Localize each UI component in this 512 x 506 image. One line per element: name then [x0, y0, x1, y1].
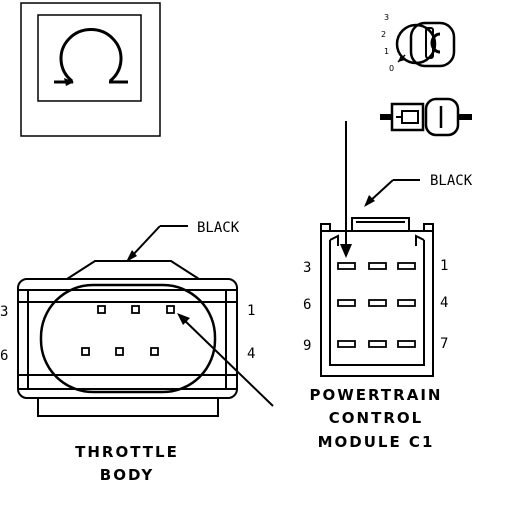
pcm-pin-label-7: 7 — [440, 336, 448, 352]
key-icon: 3 2 1 0 — [381, 13, 456, 73]
throttle-color-label: BLACK — [197, 220, 240, 236]
throttle-pin-label-4: 4 — [247, 346, 255, 362]
pcm-pin-label-9: 9 — [303, 338, 311, 354]
pcm-pin-label-1: 1 — [440, 258, 448, 274]
pcm-title-line2: CONTROL — [329, 409, 423, 427]
svg-text:2: 2 — [381, 30, 386, 39]
pcm-title-line3: MODULE C1 — [318, 433, 435, 451]
pcm-pin-cavities — [337, 262, 416, 348]
pcm-c1-connector — [320, 121, 434, 377]
throttle-pin-label-6: 6 — [0, 348, 8, 364]
pcm-pin-label-6: 6 — [303, 297, 311, 313]
pcm-color-label: BLACK — [430, 173, 473, 189]
pcm-color-callout: BLACK — [364, 173, 473, 207]
throttle-pin-label-1: 1 — [247, 303, 255, 319]
svg-text:3: 3 — [384, 13, 389, 22]
throttle-title-line1: THROTTLE — [75, 443, 179, 461]
throttle-color-callout: BLACK — [126, 220, 240, 262]
throttle-title-line2: BODY — [100, 466, 154, 484]
omega-icon — [54, 28, 128, 86]
throttle-pin-cavities — [81, 305, 175, 356]
pcm-pin-label-3: 3 — [303, 260, 311, 276]
pcm-title-line1: POWERTRAIN — [310, 386, 443, 404]
throttle-pin-label-3: 3 — [0, 304, 8, 320]
svg-text:0: 0 — [389, 64, 394, 73]
throttle-body-connector — [17, 260, 274, 417]
svg-text:1: 1 — [384, 47, 389, 56]
pcm-pin-label-4: 4 — [440, 295, 448, 311]
connector-plug-icon — [380, 97, 472, 137]
legend-box — [20, 2, 161, 137]
